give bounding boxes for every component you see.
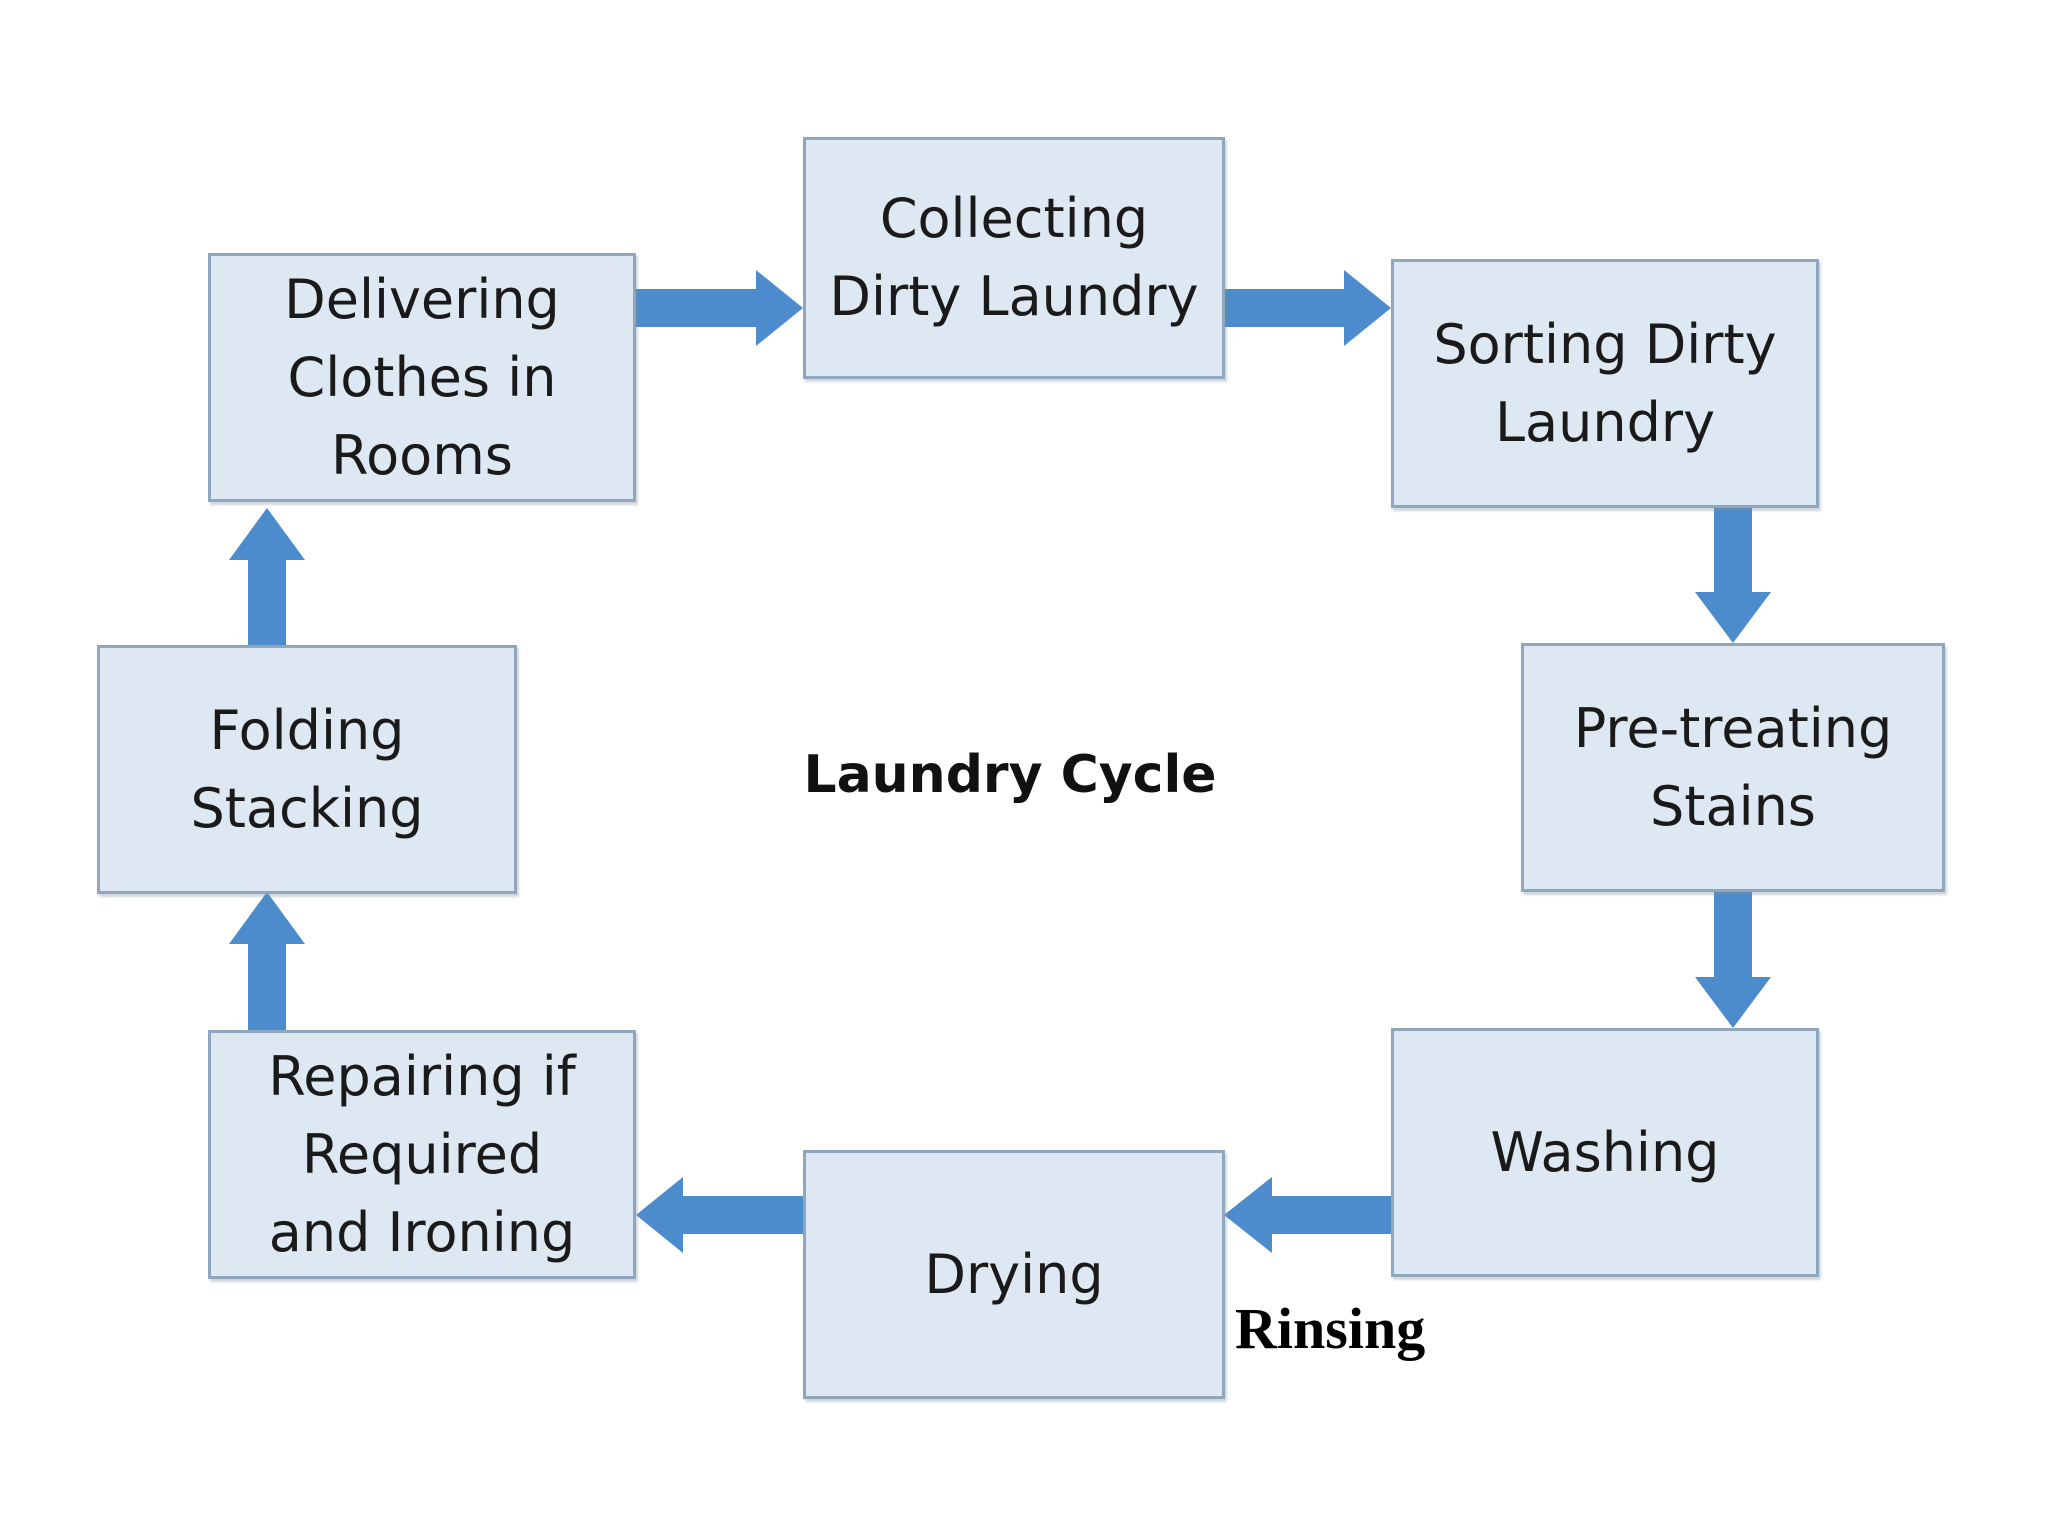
node-delivering-label: Delivering Clothes in Rooms xyxy=(284,267,560,487)
diagram-title: Laundry Cycle xyxy=(803,745,1217,805)
node-delivering-clothes: Delivering Clothes in Rooms xyxy=(208,253,636,502)
node-washing: Washing xyxy=(1391,1028,1819,1277)
node-collecting-dirty-laundry: Collecting Dirty Laundry xyxy=(803,137,1225,379)
arrow-drying-to-repairing xyxy=(636,1177,803,1253)
node-folding-stacking: Folding Stacking xyxy=(97,645,517,894)
arrow-folding-to-delivering xyxy=(229,508,305,645)
arrow-pretreating-to-washing xyxy=(1695,892,1771,1028)
node-repairing-label: Repairing if Required and Ironing xyxy=(268,1044,576,1264)
node-repairing-and-ironing: Repairing if Required and Ironing xyxy=(208,1030,636,1279)
arrow-collecting-to-sorting xyxy=(1224,270,1391,346)
node-drying: Drying xyxy=(803,1150,1225,1399)
node-washing-label: Washing xyxy=(1490,1120,1720,1184)
node-sorting-label: Sorting Dirty Laundry xyxy=(1433,312,1777,454)
node-collecting-label: Collecting Dirty Laundry xyxy=(829,187,1199,328)
arrow-delivering-to-collecting xyxy=(636,270,803,346)
node-pretreating-label: Pre-treating Stains xyxy=(1573,696,1893,838)
node-sorting-dirty-laundry: Sorting Dirty Laundry xyxy=(1391,259,1819,508)
node-drying-label: Drying xyxy=(924,1242,1104,1306)
node-pretreating-stains: Pre-treating Stains xyxy=(1521,643,1945,892)
rinsing-label: Rinsing xyxy=(1235,1296,1426,1361)
arrow-repairing-to-folding xyxy=(229,892,305,1030)
arrow-washing-to-drying xyxy=(1224,1177,1392,1253)
node-folding-label: Folding Stacking xyxy=(190,698,424,840)
arrow-sorting-to-pretreating xyxy=(1695,508,1771,643)
